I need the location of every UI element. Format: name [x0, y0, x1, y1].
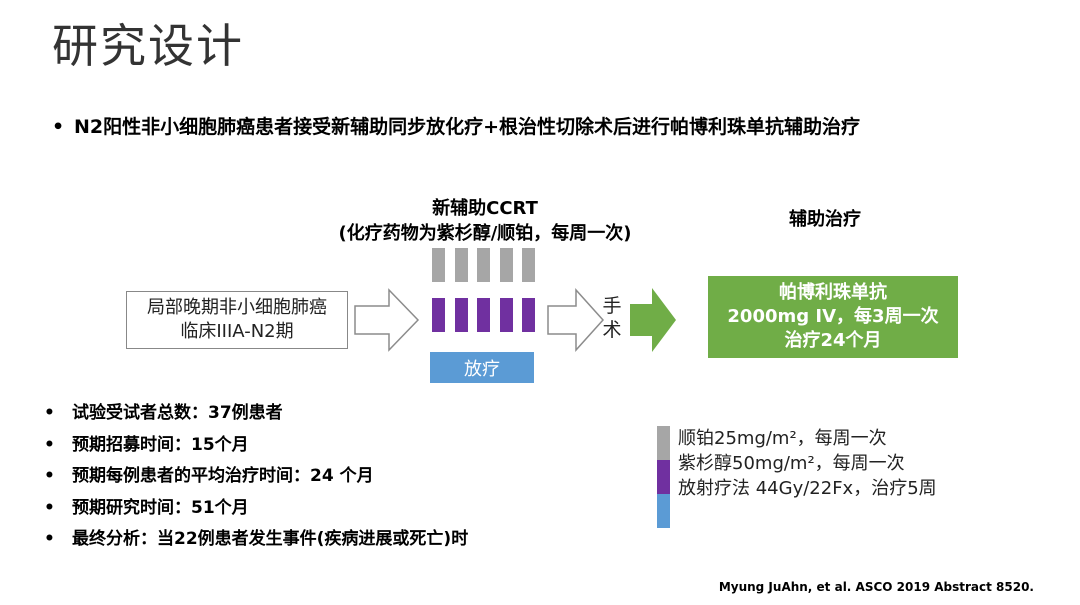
drug-line-2: 2000mg IV，每3周一次 [727, 306, 939, 327]
paclitaxel-dose-bar [477, 298, 490, 332]
paclitaxel-dose-bar [454, 298, 468, 332]
cisplatin-dose-bar [522, 248, 535, 282]
fact-item: • 预期研究时间：51个月 [42, 493, 468, 525]
drug-line-1: 帕博利珠单抗 [779, 282, 887, 303]
bullet-icon: • [52, 116, 65, 138]
ccrt-heading: 新辅助CCRT [432, 198, 538, 219]
surgery-char-2: 术 [602, 319, 622, 341]
adjuvant-heading: 辅助治疗 [789, 209, 861, 230]
radiotherapy-box: 放疗 [430, 352, 534, 383]
flow-arrow-icon [354, 288, 420, 352]
ccrt-subheading: (化疗药物为紫杉醇/顺铂，每周一次) [338, 223, 632, 244]
bullet-icon: • [44, 529, 55, 549]
bullet-icon: • [44, 466, 55, 486]
fact-text: 预期每例患者的平均治疗时间：24 个月 [72, 466, 374, 486]
intro-text: N2阳性非小细胞肺癌患者接受新辅助同步放化疗+根治性切除术后进行帕博利珠单抗辅助… [74, 116, 861, 138]
paclitaxel-dose-bar [499, 298, 513, 332]
intro-bullet-item: • N2阳性非小细胞肺癌患者接受新辅助同步放化疗+根治性切除术后进行帕博利珠单抗辅… [52, 112, 860, 139]
flow-arrow-icon [547, 288, 605, 352]
legend-swatch-radiotherapy [657, 494, 670, 528]
cisplatin-dose-bar [454, 248, 468, 282]
surgery-label: 手 术 [600, 294, 624, 342]
stage-line-2: 临床IIIA-N2期 [180, 321, 294, 342]
legend-label-radiotherapy: 放射疗法 44Gy/22Fx，治疗5周 [678, 478, 937, 499]
fact-text: 预期研究时间：51个月 [72, 497, 249, 518]
fact-text: 预期招募时间：15个月 [72, 434, 249, 455]
legend-swatch-cisplatin [657, 426, 670, 460]
pembrolizumab-box: 帕博利珠单抗 2000mg IV，每3周一次 治疗24个月 [708, 276, 958, 358]
green-arrow-icon [630, 288, 676, 352]
bullet-icon: • [44, 403, 55, 423]
legend-text-block: 顺铂25mg/m²，每周一次 紫杉醇50mg/m²，每周一次 放射疗法 44Gy… [678, 426, 937, 501]
ccrt-heading-block: 新辅助CCRT (化疗药物为紫杉醇/顺铂，每周一次) [310, 196, 660, 246]
fact-item: • 预期招募时间：15个月 [42, 430, 468, 462]
cisplatin-dose-bar [432, 248, 445, 282]
surgery-char-1: 手 [602, 295, 622, 317]
legend-label-cisplatin: 顺铂25mg/m²，每周一次 [678, 428, 887, 449]
fact-item: • 试验受试者总数：37例患者 [42, 398, 468, 430]
cisplatin-dose-bar [499, 248, 513, 282]
stage-line-1: 局部晚期非小细胞肺癌 [147, 297, 327, 318]
fact-item: • 预期每例患者的平均治疗时间：24 个月 [42, 461, 468, 493]
drug-line-3: 治疗24个月 [784, 330, 882, 351]
patient-stage-box: 局部晚期非小细胞肺癌 临床IIIA-N2期 [126, 291, 348, 349]
citation: Myung JuAhn, et al. ASCO 2019 Abstract 8… [718, 580, 1034, 594]
fact-item: • 最终分析：当22例患者发生事件(疾病进展或死亡)时 [42, 524, 468, 556]
legend-label-paclitaxel: 紫杉醇50mg/m²，每周一次 [678, 453, 905, 474]
page-title: 研究设计 [52, 19, 244, 73]
legend-swatch-paclitaxel [657, 460, 670, 494]
paclitaxel-dose-bar [522, 298, 535, 332]
bullet-icon: • [44, 434, 55, 455]
fact-text: 最终分析：当22例患者发生事件(疾病进展或死亡)时 [72, 529, 469, 549]
fact-text: 试验受试者总数：37例患者 [72, 403, 283, 423]
study-facts-list: • 试验受试者总数：37例患者 • 预期招募时间：15个月 • 预期每例患者的平均治疗… [42, 398, 468, 556]
paclitaxel-dose-bar [432, 298, 445, 332]
cisplatin-dose-bar [477, 248, 490, 282]
bullet-icon: • [44, 497, 55, 518]
